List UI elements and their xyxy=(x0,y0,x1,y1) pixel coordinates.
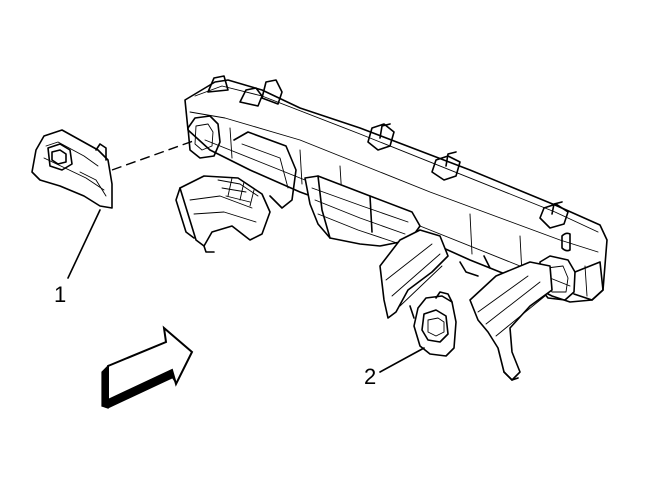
callout-1-label: 1 xyxy=(54,282,66,307)
callout-1-leader xyxy=(67,209,101,279)
instrument-panel-carrier xyxy=(175,75,608,381)
part-2-right-duct xyxy=(413,291,457,357)
callout-2-label: 2 xyxy=(364,364,376,389)
part-1-locator-line xyxy=(111,139,197,171)
part-1-left-duct xyxy=(31,129,113,209)
callout-2-leader xyxy=(379,347,425,373)
view-direction-arrow-icon xyxy=(101,325,194,409)
